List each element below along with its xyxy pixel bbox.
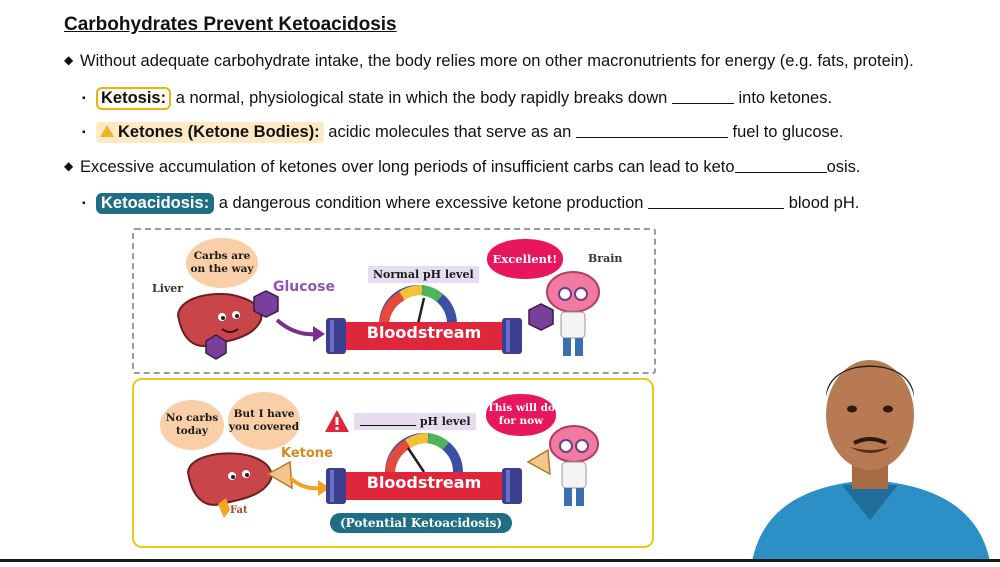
warning-icon [100, 125, 114, 137]
square-bullet-icon: ▪ [82, 198, 86, 209]
potential-ketoacidosis-label: (Potential Ketoacidosis) [330, 513, 513, 533]
presenter-illustration [752, 360, 990, 562]
bullet-1-text: Without adequate carbohydrate intake, th… [80, 52, 914, 70]
glucose-label: Glucose [273, 279, 336, 295]
bloodstream-tube [326, 318, 522, 354]
alert-icon [325, 410, 349, 432]
diamond-bullet-icon: ◆ [64, 159, 74, 173]
term-ketosis: Ketosis: [96, 87, 172, 110]
speech-bubble-excellent: Excellent! [487, 239, 563, 279]
liver-lifting-illustration [186, 452, 293, 518]
bullet-2-text: Excessive accumulation of ketones over l… [80, 158, 735, 176]
ph-gauge-icon [385, 433, 463, 473]
bullet-1: ◆ Without adequate carbohydrate intake, t… [64, 52, 914, 71]
square-bullet-icon: ▪ [82, 93, 86, 104]
speech-bubble-will-do: This will do for now [486, 394, 556, 436]
bullet-1b: ▪ Ketones (Ketone Bodies): acidic molecul… [82, 122, 844, 143]
ketone-label: Ketone [281, 446, 333, 461]
brain-character-illustration [526, 425, 599, 506]
bullet-1a-text: a normal, physiological state in which t… [175, 89, 668, 107]
bloodstream-tube [326, 468, 522, 504]
bullet-2-text-end: osis. [826, 158, 861, 176]
bullet-2a: ▪ Ketoacidosis: a dangerous condition whe… [82, 193, 859, 214]
page-title: Carbohydrates Prevent Ketoacidosis [64, 14, 397, 35]
bottom-divider [0, 559, 1000, 562]
fill-blank [575, 123, 728, 138]
bloodstream-label: Bloodstream [366, 473, 482, 492]
liver-illustration [176, 290, 279, 360]
fat-label: Fat [230, 505, 248, 516]
brain-character-illustration [528, 271, 600, 356]
bullet-1b-text: acidic molecules that serve as an [328, 123, 572, 141]
ph-level-label: pH level [354, 413, 476, 430]
bullet-1b-text-end: fuel to glucose. [732, 123, 844, 141]
square-bullet-icon: ▪ [82, 127, 86, 138]
diamond-bullet-icon: ◆ [64, 53, 74, 67]
bullet-2: ◆ Excessive accumulation of ketones over … [64, 158, 861, 177]
brain-label: Brain [588, 252, 623, 265]
speech-bubble-covered: But I have you covered [228, 392, 300, 450]
speech-bubble-no-carbs: No carbs today [160, 400, 224, 450]
bloodstream-label: Bloodstream [366, 323, 482, 342]
term-ketones: Ketones (Ketone Bodies): [96, 122, 324, 143]
ph-gauge-icon [379, 285, 457, 325]
presenter-video [742, 335, 1000, 562]
bullet-1a: ▪ Ketosis: a normal, physiological state … [82, 87, 832, 110]
term-ketoacidosis: Ketoacidosis: [96, 193, 215, 214]
normal-panel [132, 228, 656, 374]
ph-level-label: Normal pH level [368, 266, 479, 283]
fill-blank [360, 415, 416, 426]
arrow-to-bloodstream-icon [275, 318, 325, 342]
fill-blank [671, 89, 734, 104]
ketoacidosis-panel [132, 378, 654, 548]
fill-blank [648, 194, 785, 209]
fill-blank [734, 158, 827, 173]
bullet-1a-text-end: into ketones. [738, 89, 833, 107]
liver-label: Liver [152, 282, 184, 295]
arrow-to-bloodstream-icon [288, 476, 330, 496]
bullet-2a-text: a dangerous condition where excessive ke… [218, 194, 644, 212]
speech-bubble-carbs: Carbs are on the way [186, 238, 258, 288]
bullet-2a-text-end: blood pH. [788, 194, 860, 212]
